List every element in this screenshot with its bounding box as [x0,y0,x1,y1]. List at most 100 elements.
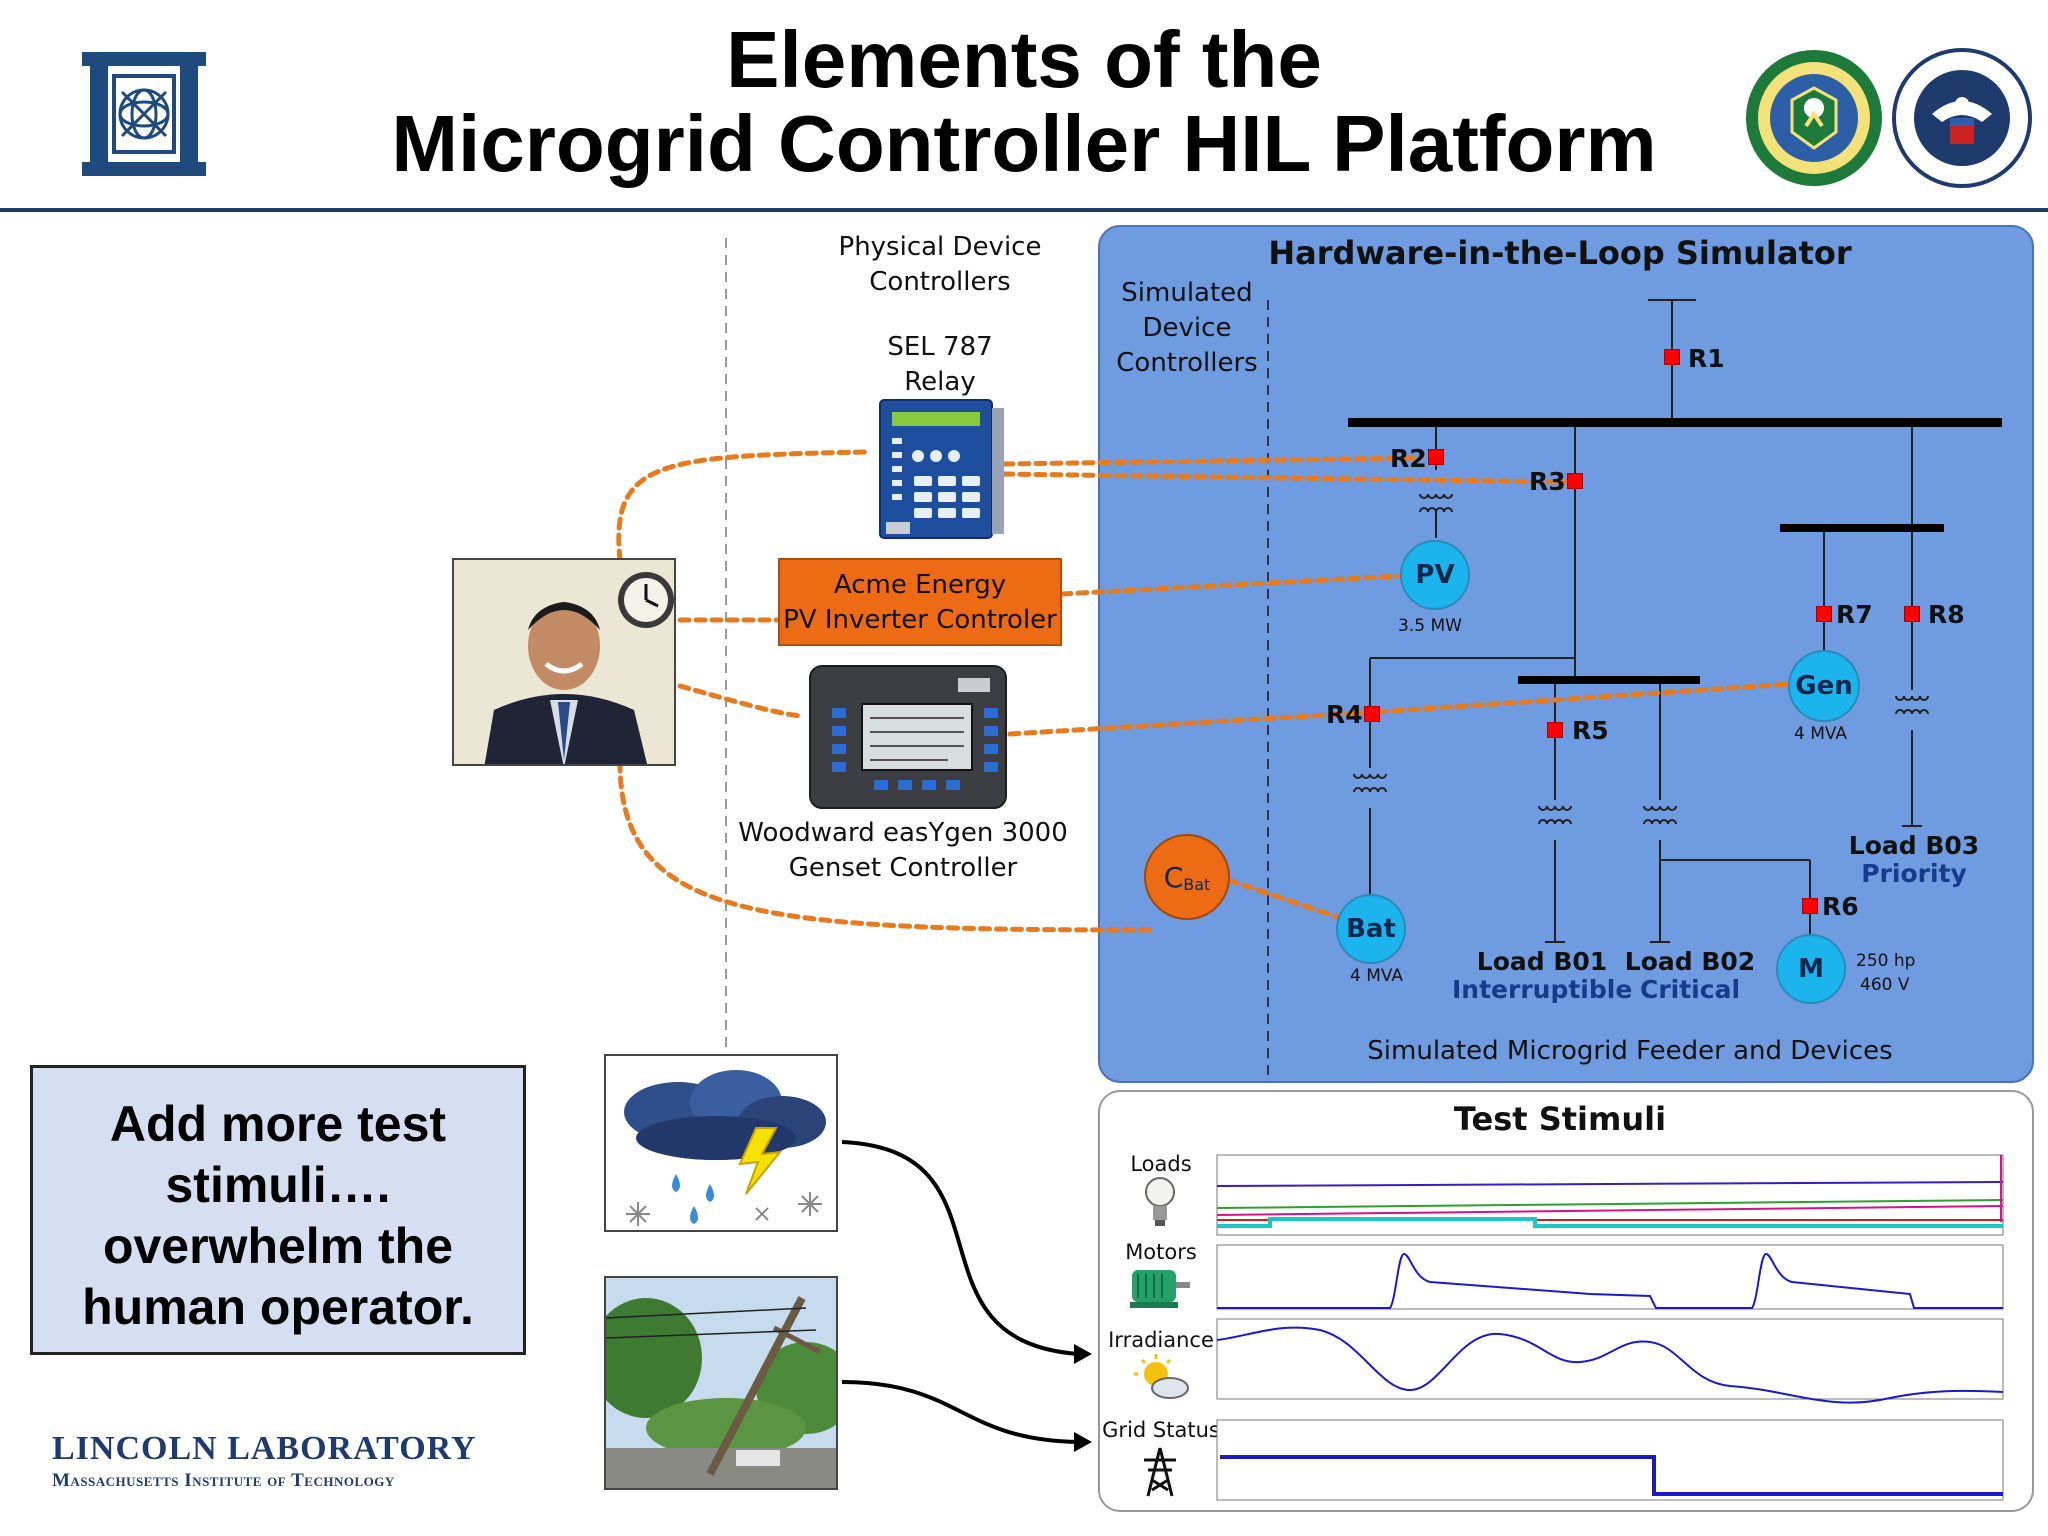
sel-to-r2-link [1001,455,1423,467]
relay-r6[interactable] [1802,898,1818,914]
b03-transformer-upper [1895,695,1929,701]
irradiance-plot-frame [1216,1318,2004,1400]
callout-line3: overwhelm the [102,1218,454,1274]
pv-node-label: PV [1415,560,1455,590]
physical-heading-line2: Controllers [869,267,1011,297]
operator-photo [452,558,676,766]
load-b02-type: Critical [1639,975,1741,1004]
gen-rating: 4 MVA [1794,724,1848,744]
pv-transformer-lower [1419,507,1453,513]
hil-title: Hardware-in-the-Loop Simulator [1268,234,1852,272]
main-bus-bar [1348,418,2002,427]
grid-status-plot-frame [1216,1419,2004,1501]
arrowhead-grid [1074,1432,1092,1452]
arrowhead-irradiance [1074,1344,1092,1364]
simulated-label-line2: Device [1142,313,1232,343]
sel-label-line1: SEL 787 [887,332,993,362]
loads-plot-frame [1216,1154,2004,1236]
bat-transformer-lower [1353,787,1387,793]
relay-r8[interactable] [1904,606,1920,622]
sel-to-r3-link [1001,471,1573,485]
motor-icon [1126,1264,1192,1312]
relay-r4-label: R4 [1326,700,1363,729]
relay-r1-label: R1 [1688,344,1725,373]
transmission-tower-icon [1140,1446,1180,1498]
loads-label: Loads [1130,1152,1192,1176]
woodward-label: Woodward easYgen 3000 Genset Controller [730,816,1076,886]
doe-seal-logo [1744,48,1884,188]
operator-to-sel-link [616,449,869,563]
relay-r1[interactable] [1664,349,1680,365]
loads-trace-3 [1216,1205,2004,1216]
relay-r3[interactable] [1567,473,1583,489]
irradiance-trace [1216,1326,2004,1404]
right-bus-bar [1780,524,1944,532]
motors-trace [1217,1252,2003,1309]
downed-power-line-image [604,1276,838,1490]
woodward-easygen-device[interactable] [808,664,1010,812]
load-b01: Load B01 Interruptible [1452,948,1632,1004]
acme-label-line2: PV Inverter Controler [783,605,1057,635]
b01-transformer-upper [1538,805,1572,811]
relay-r7[interactable] [1816,606,1832,622]
lightbulb-icon [1142,1174,1178,1230]
b02-transformer-upper [1643,805,1677,811]
mit-ll-logo [82,52,206,176]
page-title-line1: Elements of the [726,15,1322,104]
simulated-controllers-label: Simulated Device Controllers [1100,276,1274,381]
load-b02-name: Load B02 [1624,947,1756,976]
motor-node-label: M [1798,954,1824,984]
motors-plot-frame [1216,1244,2004,1310]
bat-node[interactable]: Bat [1336,894,1406,964]
pole-to-grid-arrow [841,1380,1079,1444]
acme-to-pv-link [1059,573,1403,597]
physical-controllers-heading: Physical Device Controllers [800,230,1080,300]
sel-787-relay-device[interactable] [878,398,1006,542]
pv-transformer-upper [1419,493,1453,499]
grid-status-label: Grid Status [1102,1418,1220,1442]
cbat-to-bat-link [1225,877,1343,921]
simulated-label-line1: Simulated [1121,278,1253,308]
callout-box: Add more test stimuli…. overwhelm the hu… [30,1065,526,1355]
sel-relay-label: SEL 787 Relay [840,330,1040,400]
hil-footer-label: Simulated Microgrid Feeder and Devices [1367,1036,1893,1066]
loads-trace-5 [1217,1217,2003,1228]
load-b01-name: Load B01 [1476,947,1608,976]
pv-node[interactable]: PV [1400,540,1470,610]
relay-r5-label: R5 [1572,716,1609,745]
b03-transformer-lower [1895,709,1929,715]
cbat-node-label: C [1163,860,1184,894]
woodward-label-line1: Woodward easYgen 3000 [738,818,1068,848]
relay-r4[interactable] [1364,706,1380,722]
irradiance-label: Irradiance [1108,1328,1214,1352]
acme-pv-inverter-controller[interactable]: Acme Energy PV Inverter Controler [778,558,1062,646]
b02-transformer-lower [1643,819,1677,825]
page-title-line2: Microgrid Controller HIL Platform [391,99,1657,188]
storm-weather-image [604,1054,838,1232]
operator-to-cbat-link [617,759,1153,933]
relay-r6-label: R6 [1822,892,1859,921]
sel-label-line2: Relay [904,367,976,397]
sun-cloud-icon [1132,1354,1192,1402]
woodward-to-gen-link [1007,681,1793,737]
gen-node[interactable]: Gen [1788,650,1860,722]
dhs-seal-logo [1892,48,2032,188]
pv-rating: 3.5 MW [1398,616,1462,636]
relay-r3-label: R3 [1529,467,1566,496]
relay-r5[interactable] [1547,722,1563,738]
relay-r7-label: R7 [1836,600,1873,629]
relay-r2[interactable] [1428,449,1444,465]
loads-trace-1 [1216,1181,2004,1187]
operator-to-woodward-link [677,683,803,719]
woodward-label-line2: Genset Controller [788,853,1018,883]
bat-transformer-upper [1353,773,1387,779]
weather-to-irradiance-arrow [841,1140,1079,1356]
motor-node[interactable]: M [1776,934,1846,1004]
load-b01-type: Interruptible [1452,975,1633,1004]
simulated-label-line3: Controllers [1116,348,1258,378]
mit-wordmark: Massachusetts Institute of Technology [52,1470,395,1491]
b01-transformer-lower [1538,819,1572,825]
stimuli-traces [1216,1154,2004,1501]
